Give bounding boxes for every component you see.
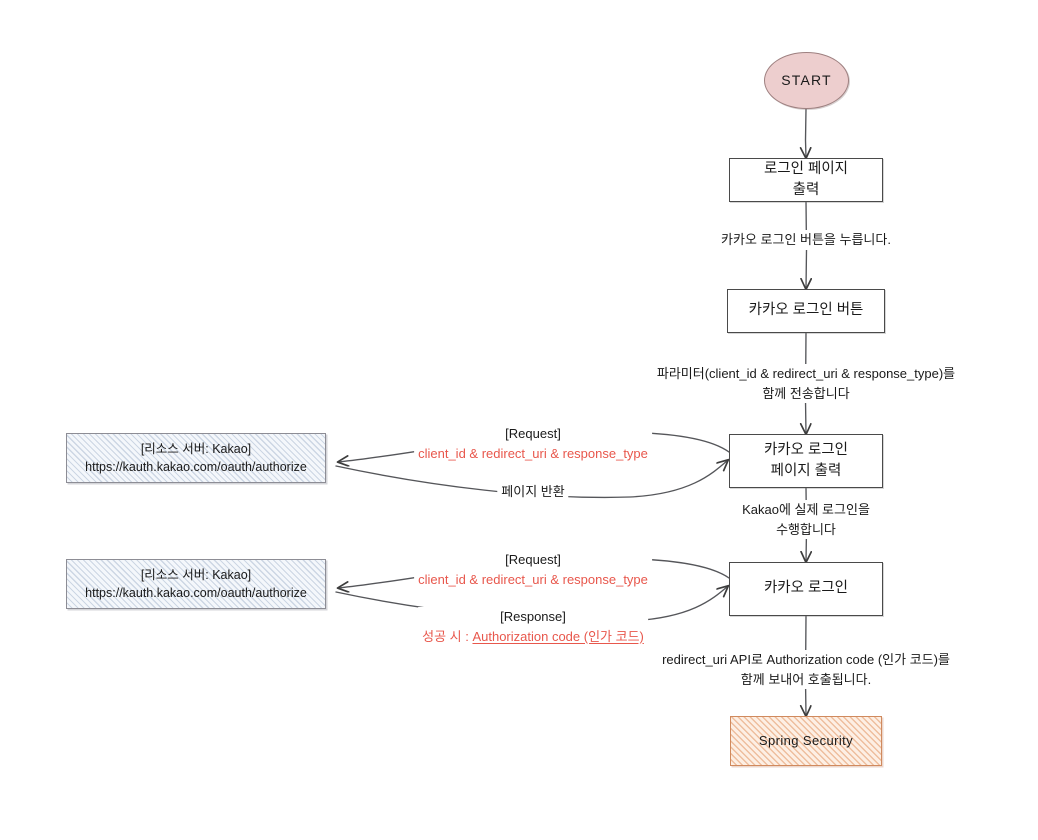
edge-label-kakao-real-login-line1: Kakao에 실제 로그인을 xyxy=(738,500,874,520)
node-kakao-login-page-label: 카카오 로그인 페이지 출력 xyxy=(764,440,848,482)
edge-label-send-params-line2: 함께 전송합니다 xyxy=(652,383,960,403)
edge-label-redirect-call-line1: redirect_uri API로 Authorization code (인가… xyxy=(658,650,954,670)
edge-label-request-1-title: [Request] xyxy=(414,424,652,444)
edge-label-page-return-text: 페이지 반환 xyxy=(497,482,569,502)
edge-label-kakao-real-login: Kakao에 실제 로그인을 수행합니다 xyxy=(738,500,874,539)
node-resource-server-1[interactable]: [리소스 서버: Kakao] https://kauth.kakao.com/… xyxy=(66,433,326,483)
node-resource-server-1-line2: https://kauth.kakao.com/oauth/authorize xyxy=(85,460,307,474)
edge-label-send-params-line1: 파라미터(client_id & redirect_uri & response… xyxy=(652,364,960,384)
edge-label-redirect-call: redirect_uri API로 Authorization code (인가… xyxy=(658,650,954,689)
edge-label-response-2-title: [Response] xyxy=(418,607,648,627)
edge-label-request-1-params: client_id & redirect_uri & response_type xyxy=(414,443,652,463)
node-kakao-login-label: 카카오 로그인 xyxy=(763,580,849,597)
node-start-label: START xyxy=(781,72,832,89)
node-login-page-line2: 출력 xyxy=(792,182,820,198)
node-kakao-login-button-label: 카카오 로그인 버튼 xyxy=(748,302,864,319)
node-kakao-login-page-line2: 페이지 출력 xyxy=(770,463,842,479)
node-resource-server-1-label: [리소스 서버: Kakao] https://kauth.kakao.com/… xyxy=(85,440,307,476)
edge-label-page-return: 페이지 반환 xyxy=(497,482,569,502)
node-resource-server-2[interactable]: [리소스 서버: Kakao] https://kauth.kakao.com/… xyxy=(66,559,326,609)
node-kakao-login-button[interactable]: 카카오 로그인 버튼 xyxy=(727,289,885,333)
node-kakao-login-page-line1: 카카오 로그인 xyxy=(763,441,849,458)
node-resource-server-2-line1: [리소스 서버: Kakao] xyxy=(140,567,252,582)
node-kakao-login[interactable]: 카카오 로그인 xyxy=(729,562,883,616)
edge-label-request-1: [Request] client_id & redirect_uri & res… xyxy=(414,424,652,463)
node-spring-security-label: Spring Security xyxy=(758,732,854,748)
edge-label-request-2: [Request] client_id & redirect_uri & res… xyxy=(414,550,652,589)
edge-label-response-2-code: Authorization code (인가 코드) xyxy=(472,628,644,644)
edge-label-redirect-call-line2: 함께 보내어 호출됩니다. xyxy=(658,669,954,689)
node-resource-server-2-line2: https://kauth.kakao.com/oauth/authorize xyxy=(85,586,307,600)
node-start[interactable]: START xyxy=(764,52,849,109)
node-login-page-line1: 로그인 페이지 xyxy=(763,160,849,177)
edge-label-request-2-title: [Request] xyxy=(414,550,652,570)
edge-label-kakao-real-login-line2: 수행합니다 xyxy=(738,519,874,539)
edge-label-response-2-body: 성공 시 : Authorization code (인가 코드) xyxy=(418,626,648,646)
edge-start-to-loginpage xyxy=(806,108,807,158)
edge-label-press-kakao-button-text: 카카오 로그인 버튼을 누릅니다. xyxy=(717,230,895,250)
node-resource-server-2-label: [리소스 서버: Kakao] https://kauth.kakao.com/… xyxy=(85,566,307,602)
edge-label-response-2: [Response] 성공 시 : Authorization code (인가… xyxy=(418,607,648,646)
node-login-page-label: 로그인 페이지 출력 xyxy=(764,159,848,201)
node-kakao-login-page[interactable]: 카카오 로그인 페이지 출력 xyxy=(729,434,883,488)
edge-label-response-2-prefix: 성공 시 : xyxy=(422,628,473,644)
edge-label-press-kakao-button: 카카오 로그인 버튼을 누릅니다. xyxy=(717,230,895,250)
node-login-page[interactable]: 로그인 페이지 출력 xyxy=(729,158,883,202)
node-spring-security[interactable]: Spring Security xyxy=(730,716,882,766)
edge-label-request-2-params: client_id & redirect_uri & response_type xyxy=(414,569,652,589)
node-resource-server-1-line1: [리소스 서버: Kakao] xyxy=(140,441,252,456)
edge-label-send-params: 파라미터(client_id & redirect_uri & response… xyxy=(652,364,960,403)
